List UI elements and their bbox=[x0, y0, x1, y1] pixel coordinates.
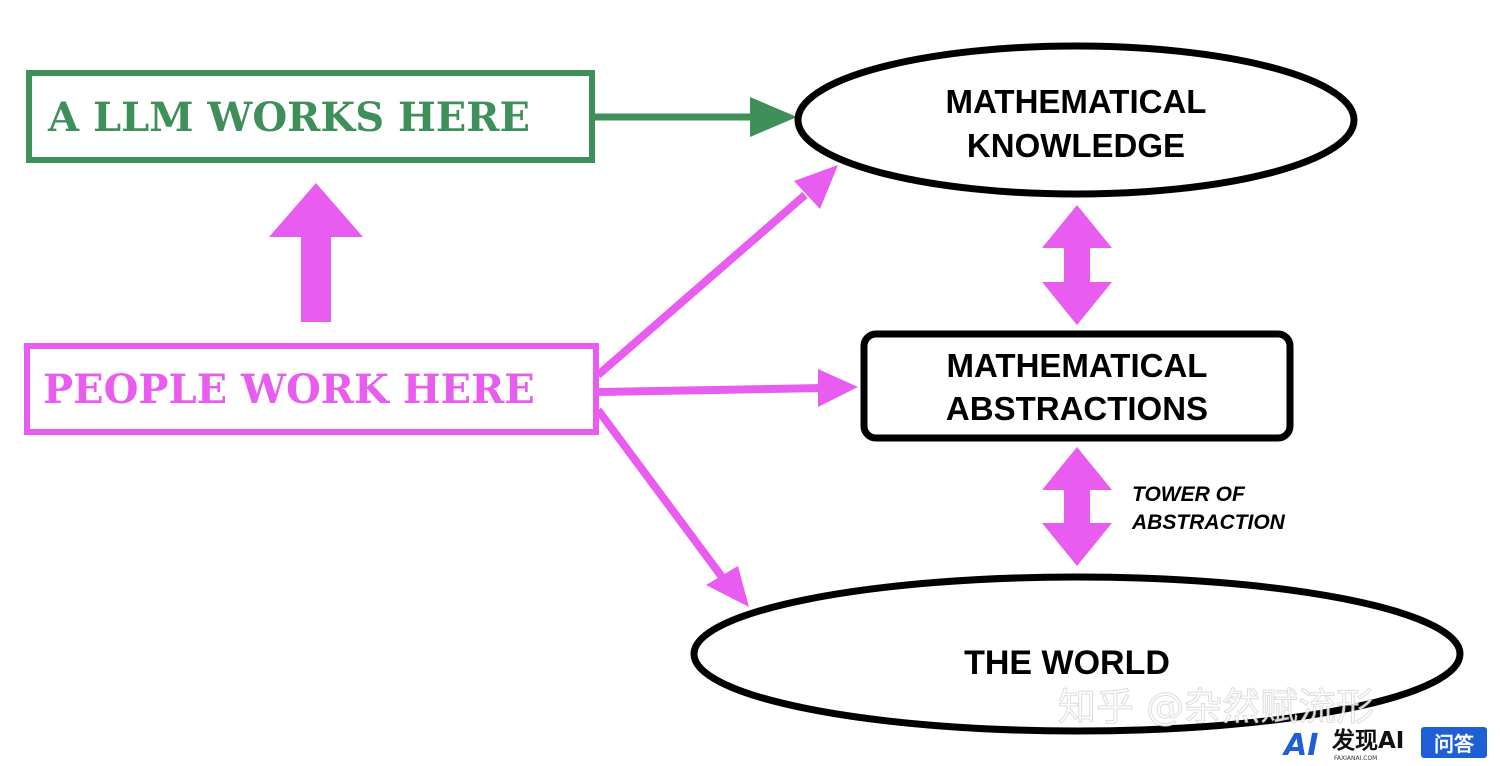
tower-label-line1: TOWER OF bbox=[1132, 483, 1246, 506]
arrow-people-to-llm bbox=[269, 183, 363, 322]
knowledge-ellipse bbox=[794, 42, 1358, 198]
arrow-people-world-head bbox=[706, 566, 749, 607]
world-node: THE WORLD bbox=[690, 573, 1464, 735]
tower-label-line2: ABSTRACTION bbox=[1131, 511, 1286, 534]
arrow-abstractions-world bbox=[1042, 447, 1112, 566]
world-ellipse bbox=[690, 573, 1464, 735]
arrow-llm-head bbox=[750, 97, 797, 137]
abstractions-label-line1: MATHEMATICAL bbox=[947, 347, 1208, 384]
badge-background bbox=[1421, 727, 1487, 758]
arrow-people-to-abstractions bbox=[597, 369, 858, 407]
people-box-border bbox=[24, 343, 599, 435]
brand-logo-icon: AI bbox=[1282, 728, 1318, 763]
llm-box: A LLM WORKS HERE bbox=[26, 70, 595, 163]
arrow-people-world-shaft bbox=[594, 407, 726, 580]
abstractions-label-line2: ABSTRACTIONS bbox=[946, 390, 1208, 427]
knowledge-label-line2: KNOWLEDGE bbox=[967, 127, 1185, 164]
arrow-people-knowledge-head bbox=[794, 165, 838, 209]
arrow-knowledge-abstractions bbox=[1042, 205, 1112, 325]
knowledge-node: MATHEMATICAL KNOWLEDGE bbox=[794, 42, 1358, 198]
llm-box-border bbox=[26, 70, 595, 163]
zhihu-watermark: 知乎 @杂然赋流形 bbox=[1058, 685, 1374, 729]
arrow-people-abstractions-shaft bbox=[597, 384, 826, 396]
knowledge-label-line1: MATHEMATICAL bbox=[946, 83, 1207, 120]
brand-name: 发现AI bbox=[1331, 727, 1404, 754]
arrow-people-knowledge-shaft bbox=[595, 191, 808, 379]
badge-label: 问答 bbox=[1434, 732, 1475, 756]
people-box: PEOPLE WORK HERE bbox=[24, 343, 599, 435]
brand-watermark: AI 发现AI FAXIANAI.COM 问答 bbox=[1282, 727, 1487, 763]
arrow-llm-to-knowledge bbox=[595, 97, 797, 137]
abstractions-box-border bbox=[860, 330, 1294, 442]
tower-label: TOWER OF ABSTRACTION bbox=[1131, 483, 1286, 534]
world-label: THE WORLD bbox=[964, 644, 1170, 682]
arrow-people-to-world bbox=[594, 407, 749, 607]
people-box-label: PEOPLE WORK HERE bbox=[43, 366, 535, 413]
arrow-people-to-knowledge bbox=[595, 165, 838, 379]
brand-domain: FAXIANAI.COM bbox=[1334, 755, 1377, 762]
arrow-people-abstractions-head bbox=[818, 369, 858, 407]
abstractions-node: MATHEMATICAL ABSTRACTIONS bbox=[860, 330, 1294, 442]
llm-box-label: A LLM WORKS HERE bbox=[47, 94, 530, 141]
